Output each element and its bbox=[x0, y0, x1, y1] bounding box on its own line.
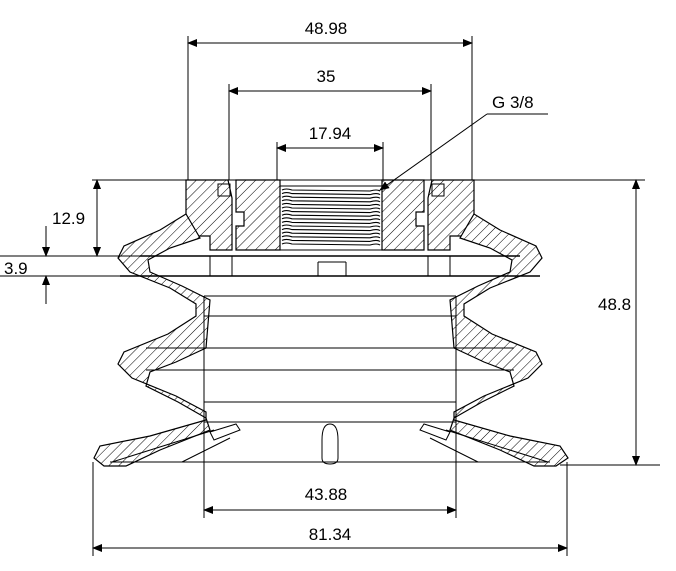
threaded-bore bbox=[279, 185, 383, 251]
thread-line bbox=[281, 242, 381, 246]
thread-line bbox=[281, 217, 381, 221]
thread-line bbox=[281, 238, 381, 242]
thread-line bbox=[281, 206, 381, 210]
thread-line bbox=[281, 188, 381, 192]
thread-line bbox=[281, 192, 381, 196]
right-bellows-wall bbox=[449, 213, 569, 467]
thread-line bbox=[281, 202, 381, 206]
thread-line bbox=[281, 195, 381, 199]
thread-line bbox=[281, 235, 381, 239]
dim-top-middle: 35 bbox=[317, 67, 336, 86]
left-groove bbox=[217, 183, 231, 197]
dim-lip-height: 3.9 bbox=[4, 259, 28, 278]
thread-line bbox=[281, 220, 381, 224]
dim-fitting-height: 12.9 bbox=[52, 209, 85, 228]
left-bellows-wall bbox=[93, 213, 211, 467]
thread-line bbox=[281, 210, 381, 214]
dimension-lines bbox=[0, 36, 640, 556]
left-insert bbox=[235, 179, 281, 251]
part-section bbox=[92, 179, 660, 467]
thread-line bbox=[281, 199, 381, 203]
dim-inner-diameter: 43.88 bbox=[305, 485, 348, 504]
thread-line bbox=[281, 224, 381, 228]
thread-line bbox=[281, 213, 381, 217]
dim-thread: G 3/8 bbox=[492, 93, 534, 112]
right-insert bbox=[381, 179, 425, 251]
dim-outer-diameter: 81.34 bbox=[309, 525, 352, 544]
dim-total-height: 48.8 bbox=[598, 295, 631, 314]
dim-top-outer: 48.98 bbox=[305, 19, 348, 38]
thread-line bbox=[281, 228, 381, 232]
right-groove bbox=[431, 183, 445, 197]
thread-line bbox=[281, 231, 381, 235]
dim-bore: 17.94 bbox=[309, 124, 352, 143]
thread-lines bbox=[281, 188, 381, 246]
